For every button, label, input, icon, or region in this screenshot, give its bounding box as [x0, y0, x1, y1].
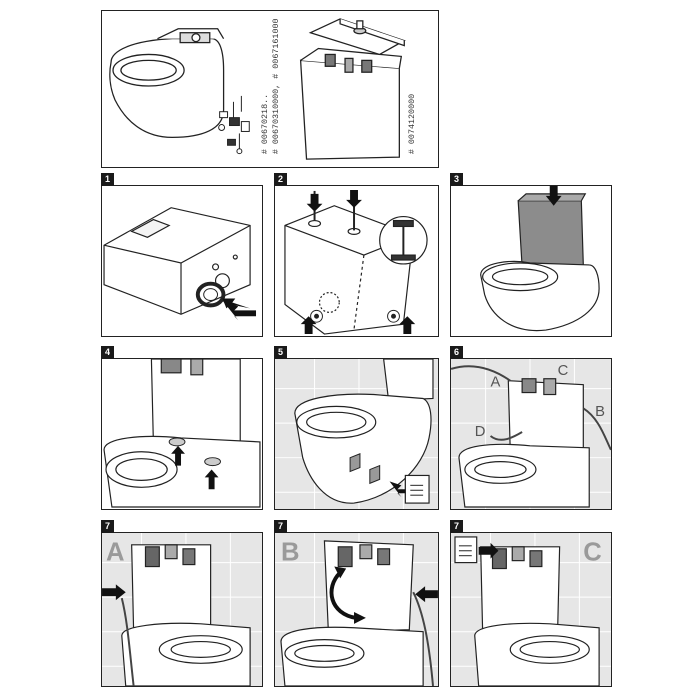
toilet-with-open-tank [121, 544, 251, 686]
arrow-icon [334, 566, 347, 579]
step-number: 2 [274, 173, 287, 186]
step-5-panel [274, 358, 439, 510]
step-number: 7 [450, 520, 463, 533]
toilet-bowl-drawing [109, 28, 225, 139]
arrow-icon [300, 316, 317, 335]
arrow-icon [389, 481, 406, 498]
fixing-parts [218, 95, 250, 155]
step-2-panel [274, 185, 439, 337]
overview-panel: # 00670218.. # 00670310000, # 0067161000… [101, 10, 439, 168]
toilet-bowl-drawing [294, 359, 434, 504]
variant-label-a: A [106, 539, 125, 567]
step-7a-panel: A [101, 532, 263, 687]
washer-icon [310, 309, 400, 323]
step-number: 3 [450, 173, 463, 186]
step-6-panel: A C B D [450, 358, 612, 510]
step-number: 1 [101, 173, 114, 186]
arrow-icon [222, 300, 257, 321]
variant-label-c: C [583, 539, 602, 567]
step-4-panel [101, 358, 263, 510]
callout-a: A [491, 375, 501, 391]
overview-illustration: # 00670218.. # 00670310000, # 0067161000… [109, 18, 417, 160]
arrow-icon [171, 445, 185, 466]
variant-label-b: B [281, 539, 300, 567]
step-number: 6 [450, 346, 463, 359]
step-number: 5 [274, 346, 287, 359]
hoses [451, 365, 611, 451]
step-7c-panel: C [450, 532, 612, 687]
hose [120, 597, 135, 686]
step-number: 4 [101, 346, 114, 359]
manual-icon [454, 536, 478, 564]
manual-icon [404, 474, 430, 504]
toilet-with-tank [103, 359, 261, 508]
toilet-with-open-tank [280, 540, 424, 686]
rotate-arrow-icon [329, 571, 357, 620]
washer-icon [168, 437, 221, 467]
arrow-icon [346, 189, 362, 208]
part-number-1: # 00670218.. [260, 94, 270, 154]
detail-magnifier [379, 216, 428, 265]
step-7b-panel: B [274, 532, 439, 687]
callout-b: B [595, 404, 605, 420]
cistern-bottom-view [103, 207, 251, 315]
hose [412, 591, 434, 686]
step-number: 7 [274, 520, 287, 533]
arrow-icon [306, 193, 323, 212]
seal-ring [195, 281, 226, 308]
arrow-icon [545, 186, 562, 206]
step-1-panel [101, 185, 263, 337]
callout-c: C [558, 363, 569, 379]
toilet-with-tank [480, 193, 600, 332]
step-number: 7 [101, 520, 114, 533]
arrow-icon [354, 611, 366, 624]
callout-d: D [475, 424, 486, 440]
arrow-icon [478, 542, 499, 559]
part-number-2: # 00670310000, # 0067161000 [271, 18, 281, 154]
toilet-with-tank [458, 378, 590, 508]
fixing-brackets [349, 453, 381, 485]
cistern-drawing [299, 18, 406, 160]
part-number-3: # 0074120000 [407, 94, 417, 154]
step-3-panel [450, 185, 612, 337]
arrow-icon [204, 469, 219, 490]
toilet-with-open-tank [474, 546, 600, 686]
arrow-icon [222, 298, 251, 309]
